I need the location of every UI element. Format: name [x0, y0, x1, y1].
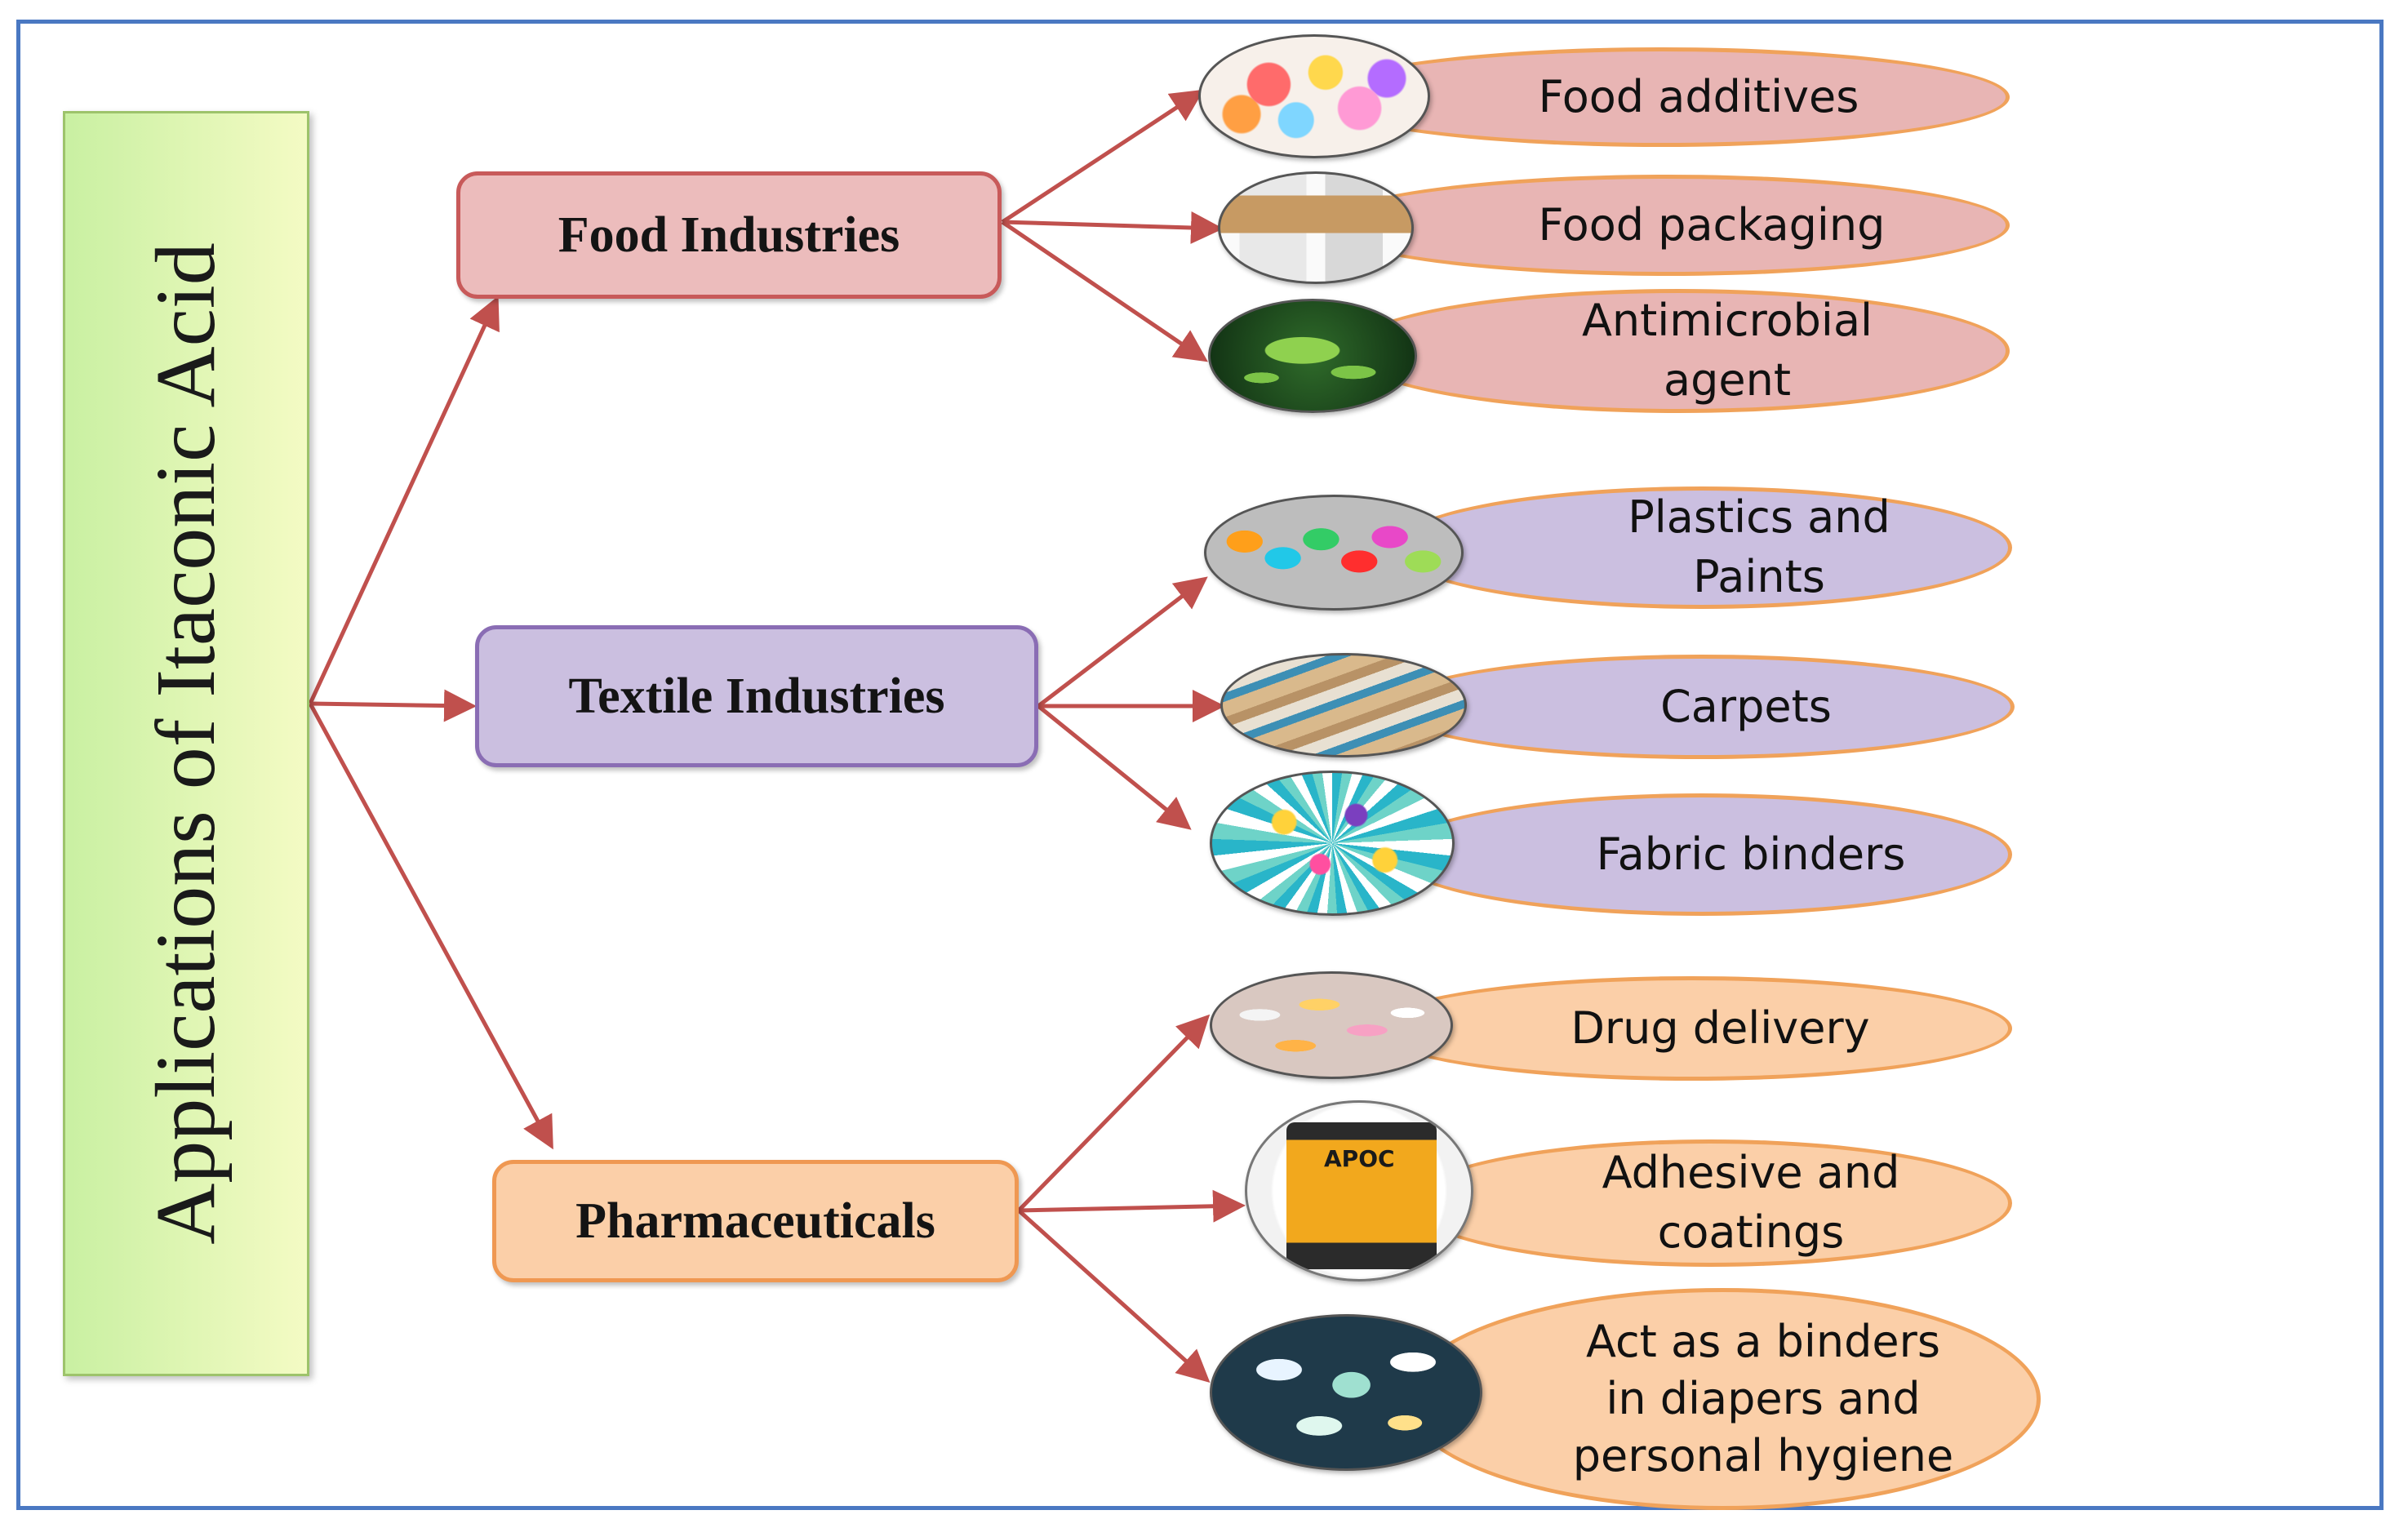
diagram-frame [16, 20, 2384, 1510]
arrow-title-to-food [308, 295, 500, 705]
candy-icon [1198, 34, 1430, 158]
bucket-body: APOC [1286, 1122, 1437, 1269]
bucket-brand-label: APOC [1324, 1145, 1395, 1172]
packaging-icon [1218, 171, 1414, 284]
polymer-network-icon [1210, 771, 1455, 916]
arrow-pharma-to-adhesive [1018, 1189, 1246, 1223]
arrow-textile-to-binders [1037, 704, 1192, 830]
application-food-packaging: Food packaging [1324, 175, 2010, 276]
diagram-title: Applications of Itaconic Acid [139, 242, 233, 1245]
application-drug-delivery: Drug delivery [1371, 976, 2012, 1081]
application-fabric-binders: Fabric binders [1392, 793, 2012, 916]
application-food-additives: Food additives [1314, 47, 2010, 147]
arrow-textile-to-plastics [1037, 576, 1208, 708]
arrow-title-to-textile [309, 689, 477, 722]
application-adhesive-and-coatings: Adhesive and coatings [1408, 1139, 2012, 1267]
arrow-food-to-additives [1001, 89, 1205, 224]
bacteria-icon [1208, 299, 1417, 413]
pills-icon [1210, 971, 1453, 1079]
title-panel [63, 111, 309, 1376]
category-textile-industries: Textile Industries [475, 625, 1038, 767]
arrow-pharma-to-hygiene [1017, 1209, 1211, 1384]
application-binders-diapers-hygiene: Act as a binders in diapers and personal… [1404, 1288, 2041, 1510]
arrow-pharma-to-drug [1017, 1014, 1211, 1212]
application-plastics-and-paints: Plastics and Paints [1392, 486, 2012, 609]
arrow-food-to-antimicrobial [1001, 220, 1208, 362]
arrow-food-to-packaging [1002, 211, 1224, 244]
hygiene-products-icon [1210, 1314, 1482, 1471]
carpet-rolls-icon [1220, 653, 1467, 757]
adhesive-bucket-icon: APOC [1245, 1100, 1473, 1281]
arrow-title-to-pharma [308, 702, 553, 1150]
application-antimicrobial-agent: Antimicrobial agent [1347, 289, 2010, 413]
category-pharmaceuticals: Pharmaceuticals [492, 1160, 1019, 1282]
paint-cans-icon [1204, 495, 1464, 611]
application-carpets: Carpets [1388, 655, 2015, 759]
category-food-industries: Food Industries [456, 171, 1002, 299]
